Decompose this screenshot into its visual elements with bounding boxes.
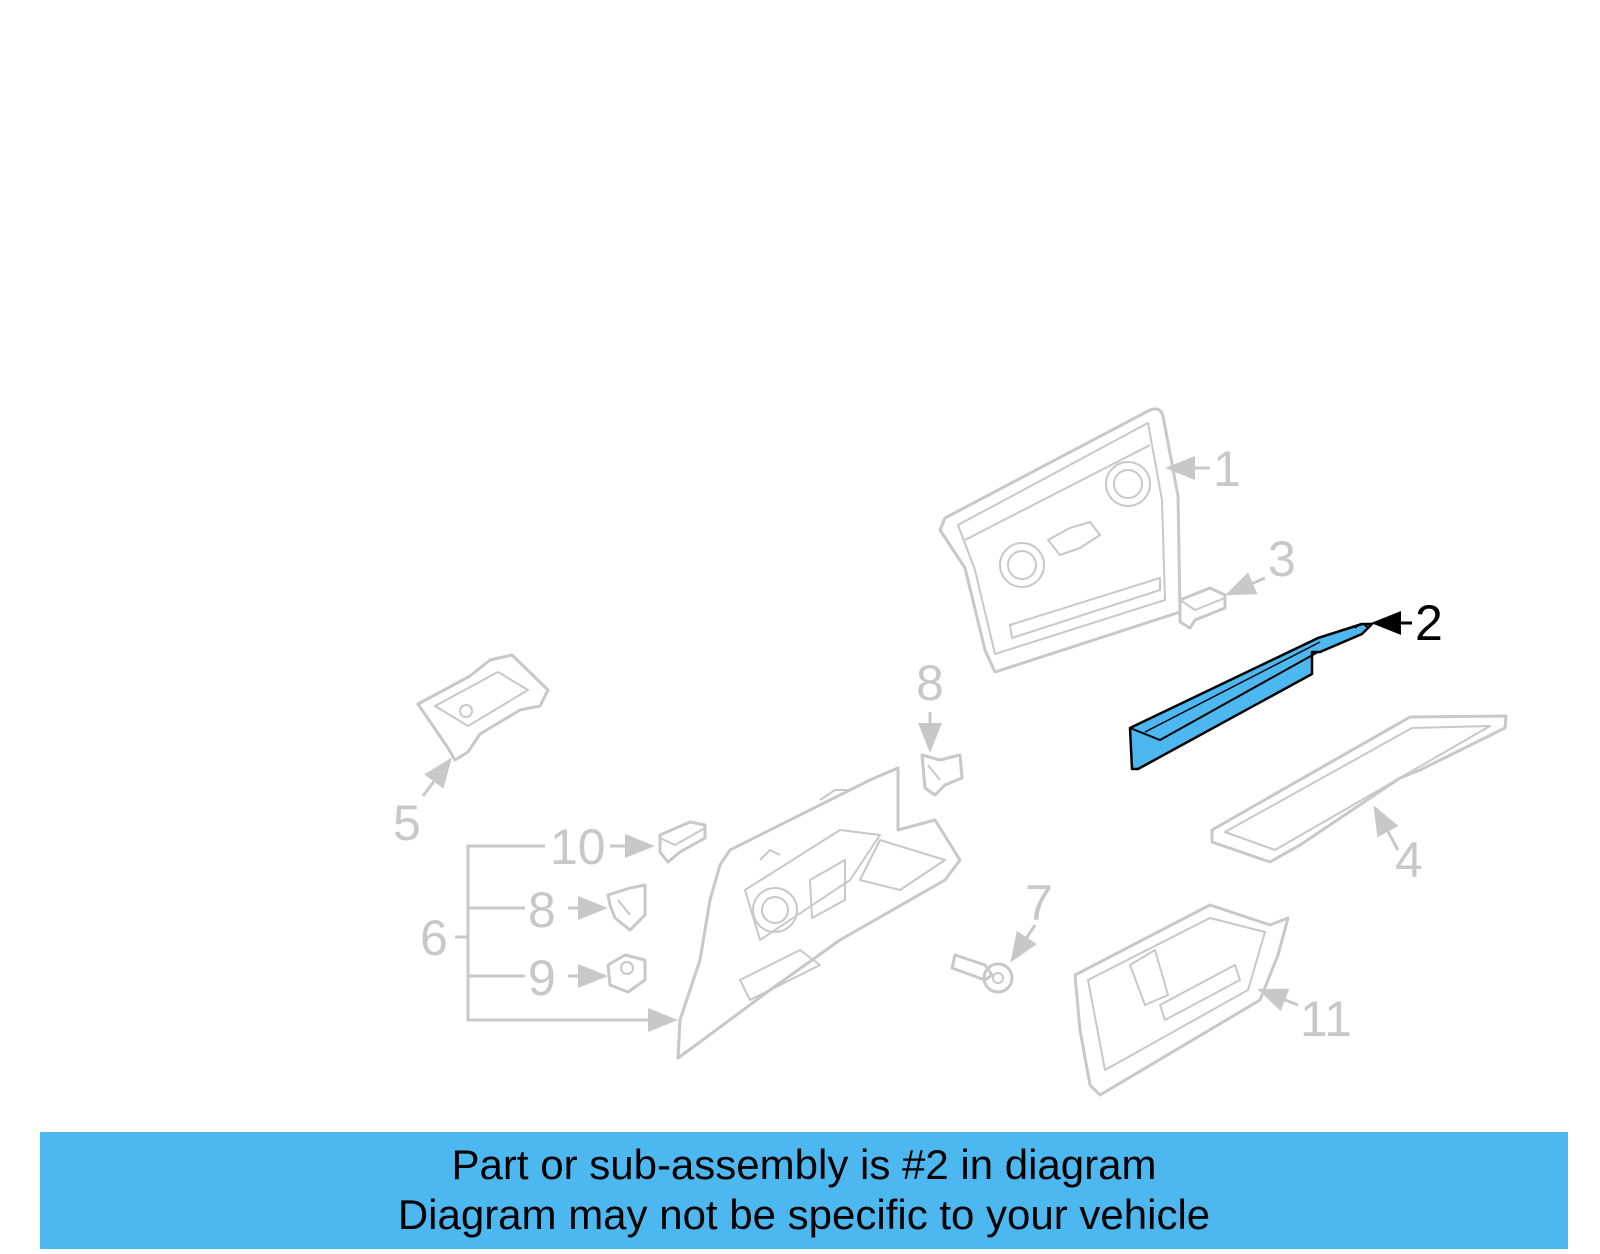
svg-text:8: 8 [916,655,944,711]
callout-2: 2 [1371,595,1443,651]
svg-text:3: 3 [1268,531,1296,587]
part-4-tray[interactable] [1210,714,1508,864]
part-3-clip[interactable] [1178,586,1227,630]
svg-text:11: 11 [1300,991,1352,1047]
callout-6-bracket: 6 [420,844,678,1032]
part-1-control-panel[interactable] [938,407,1182,674]
banner-line-2: Diagram may not be specific to your vehi… [397,1191,1211,1238]
svg-text:9: 9 [528,950,556,1006]
svg-text:8: 8 [528,882,556,938]
svg-text:7: 7 [1025,875,1053,931]
svg-text:5: 5 [393,795,421,851]
part-7-screw[interactable] [950,953,1014,994]
callout-3: 3 [1225,531,1296,596]
callout-11: 11 [1257,988,1352,1047]
callout-7: 7 [1010,875,1053,963]
part-8-group-bracket[interactable] [606,883,647,932]
part-6-glovebox-frame[interactable] [676,766,962,1060]
part-2-trim-strip-highlighted[interactable] [1128,622,1374,771]
callout-8-group: 8 [528,882,608,938]
svg-text:10: 10 [550,819,606,875]
callout-5: 5 [393,757,452,851]
callout-4: 4 [1373,805,1423,888]
svg-text:2: 2 [1415,595,1443,651]
info-banner: Part or sub-assembly is #2 in diagram Di… [40,1132,1568,1249]
svg-text:1: 1 [1213,441,1241,497]
part-8-bracket[interactable] [920,753,964,797]
svg-text:4: 4 [1395,832,1423,888]
svg-text:6: 6 [420,910,448,966]
callout-8-top: 8 [916,655,944,753]
part-9-nut[interactable] [606,953,647,994]
callout-10: 10 [550,819,655,875]
banner-line-1: Part or sub-assembly is #2 in diagram [451,1141,1157,1188]
callout-9: 9 [528,950,608,1006]
part-11-glovebox-door[interactable] [1073,903,1290,1097]
callout-1: 1 [1165,441,1241,497]
part-5-switch-bracket[interactable] [416,653,550,762]
part-10-clip[interactable] [658,820,707,864]
